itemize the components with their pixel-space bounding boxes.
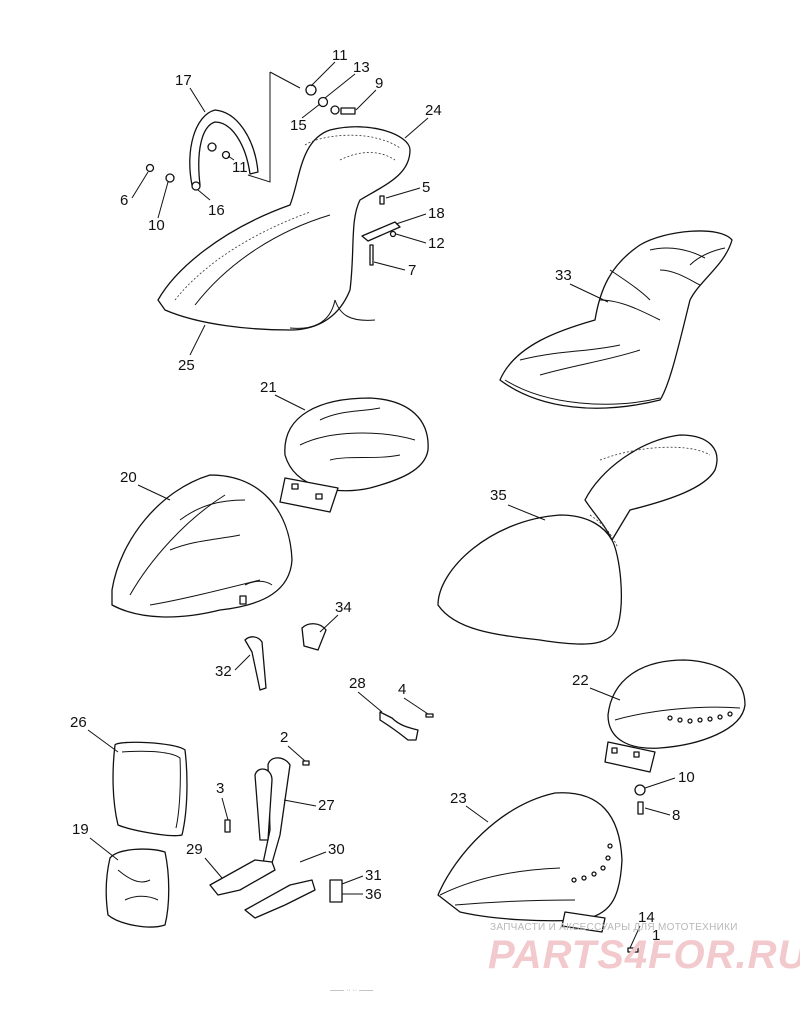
callout-33: 33 (555, 267, 572, 284)
watermark-tagline: ЗАПЧАСТИ И АКСЕССУАРЫ ДЛЯ МОТОТЕХНИКИ (490, 922, 738, 933)
callout-25: 25 (178, 357, 195, 374)
callout-20: 20 (120, 469, 137, 486)
callout-14: 14 (638, 909, 655, 926)
callout-1: 1 (652, 927, 660, 944)
callout-22: 22 (572, 672, 589, 689)
footer-code: —— ·· ·· —— (330, 987, 373, 994)
hardware-top (145, 84, 401, 266)
callout-15: 15 (290, 117, 307, 134)
callout-27: 27 (318, 797, 335, 814)
watermark-logo: PARTS4FOR.RU (488, 933, 800, 977)
callout-19: 19 (72, 821, 89, 838)
sissy-bar-17 (189, 109, 259, 191)
seat-20 (111, 474, 293, 618)
seat-22 (604, 659, 746, 815)
seat-23 (437, 792, 639, 953)
callout-29: 29 (186, 841, 203, 858)
backrest-back-19 (105, 848, 170, 928)
callout-31: 31 (365, 867, 382, 884)
callout-28: 28 (349, 675, 366, 692)
callout-16: 16 (208, 202, 225, 219)
callout-36: 36 (365, 886, 382, 903)
callout-3: 3 (216, 780, 224, 797)
callout-10b: 10 (678, 769, 695, 786)
callout-6: 6 (120, 192, 128, 209)
callout-21: 21 (260, 379, 277, 396)
callout-34: 34 (335, 599, 352, 616)
callout-32: 32 (215, 663, 232, 680)
callout-9: 9 (375, 75, 383, 92)
callouts: 11 13 9 15 17 24 6 10 16 11 5 18 12 7 25… (70, 47, 695, 949)
callout-12: 12 (428, 235, 445, 252)
seat-35 (437, 434, 718, 645)
callout-24: 24 (425, 102, 442, 119)
backrest-pad-26 (112, 741, 188, 837)
callout-8: 8 (672, 807, 680, 824)
callout-13: 13 (353, 59, 370, 76)
callout-10a: 10 (148, 217, 165, 234)
callout-23: 23 (450, 790, 467, 807)
small-parts-middle (244, 623, 434, 903)
callout-4: 4 (398, 681, 406, 698)
callout-5: 5 (422, 179, 430, 196)
callout-7: 7 (408, 262, 416, 279)
seat-24 (157, 71, 411, 331)
seat-33 (499, 230, 733, 409)
studs-22 (667, 711, 733, 724)
callout-11b: 11 (232, 159, 248, 176)
callout-17: 17 (175, 72, 192, 89)
callout-2: 2 (280, 729, 288, 746)
callout-35: 35 (490, 487, 507, 504)
callout-26: 26 (70, 714, 87, 731)
callout-30: 30 (328, 841, 345, 858)
pillion-21 (279, 397, 429, 513)
watermark: ЗАПЧАСТИ И АКСЕССУАРЫ ДЛЯ МОТОТЕХНИКИ PA… (488, 922, 800, 977)
upright-27 (209, 757, 316, 919)
studs-23 (571, 843, 613, 883)
callout-11a: 11 (332, 47, 348, 64)
callout-18: 18 (428, 205, 445, 222)
